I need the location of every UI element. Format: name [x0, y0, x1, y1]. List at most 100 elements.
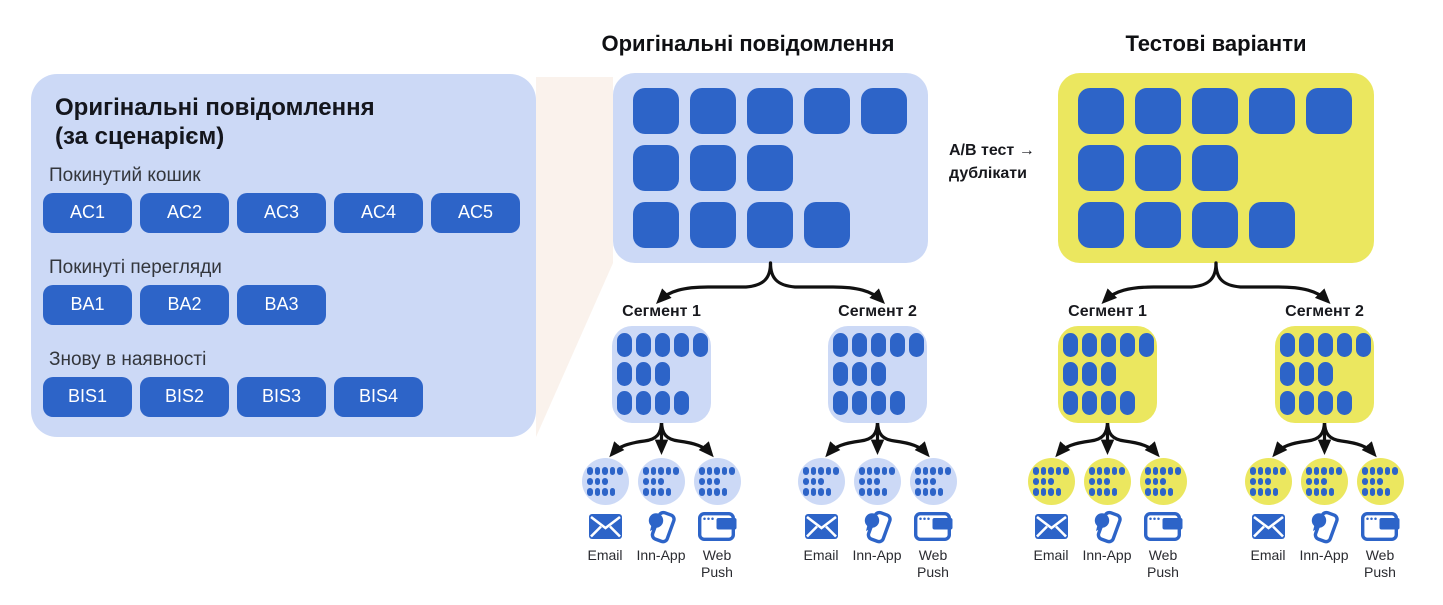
recipient-dot [1313, 467, 1320, 475]
segment-box [828, 326, 927, 423]
message-tile [633, 88, 679, 134]
recipient-dot [1111, 488, 1118, 496]
recipient-dot [643, 477, 649, 486]
recipient-dot [922, 477, 929, 486]
message-tile [690, 202, 736, 248]
recipient-dot [1321, 488, 1327, 496]
scenario-panel: Оригінальні повідомлення (за сценарієм) … [31, 74, 536, 437]
audience-circle [909, 458, 957, 505]
recipient-pill [1101, 391, 1116, 415]
recipient-dot [658, 488, 664, 496]
recipient-dot [1145, 467, 1151, 475]
segment-1-original: Сегмент 1 [612, 303, 711, 423]
recipient-pill [1280, 391, 1295, 415]
scenario-chip-ac2: AC2 [140, 192, 229, 233]
recipient-pill [1082, 391, 1097, 415]
recipient-pill [1063, 391, 1078, 415]
recipient-dot [699, 477, 705, 486]
section-label: Покинуті перегляди [49, 256, 222, 278]
recipient-dot [594, 488, 601, 496]
in-app-icon [1092, 506, 1122, 546]
recipient-pill [852, 362, 867, 386]
scenario-chip-ac4: AC4 [334, 192, 423, 233]
in-app-label: Inn-App [1082, 547, 1132, 563]
recipient-dot [825, 467, 832, 475]
recipient-dot [1033, 477, 1039, 486]
recipient-dot [1369, 488, 1376, 496]
recipient-dot [658, 477, 664, 486]
recipient-dot [1377, 488, 1383, 496]
recipient-pill [617, 391, 632, 415]
message-tile [690, 88, 736, 134]
recipient-dot [1055, 488, 1062, 496]
channel-email: Email [793, 458, 849, 581]
scenario-chip-ac3: AC3 [237, 192, 326, 233]
recipient-dot [1063, 467, 1069, 475]
variant-tile [1135, 88, 1181, 134]
email-icon [1251, 506, 1285, 546]
recipient-dot [587, 488, 593, 496]
variant-tile [1078, 88, 1124, 134]
recipient-dot [1272, 467, 1279, 475]
scenario-panel-title-line2: (за сценарієм) [55, 123, 225, 151]
recipient-dot [818, 488, 824, 496]
recipient-dot [881, 488, 888, 496]
segment-box [1058, 326, 1157, 423]
recipient-dot [915, 488, 921, 496]
recipient-dot [922, 467, 929, 475]
recipient-pill [1101, 362, 1116, 386]
recipient-pill [852, 333, 867, 357]
recipient-dot [587, 467, 593, 475]
recipient-dot [1384, 467, 1391, 475]
ab-test-label-line1: А/В тест → [949, 142, 1035, 159]
email-label: Email [587, 547, 623, 563]
recipient-dot [1250, 477, 1256, 486]
recipient-dot [1160, 467, 1166, 475]
recipient-dot [866, 477, 873, 486]
variant-tile [1192, 145, 1238, 191]
scenario-chip-bis1: BIS1 [43, 376, 132, 417]
recipient-dot [1152, 488, 1159, 496]
variant-tile [1135, 202, 1181, 248]
recipient-dot [930, 488, 936, 496]
channel-email: Email [577, 458, 633, 581]
recipient-dot [803, 477, 809, 486]
recipient-pill [1318, 362, 1333, 386]
recipient-dot [1048, 477, 1054, 486]
scenario-chip-ac5: AC5 [431, 192, 520, 233]
segment-label: Сегмент 2 [1285, 303, 1364, 320]
recipient-dot [1306, 467, 1312, 475]
recipient-dot [866, 488, 873, 496]
channel-email: Email [1023, 458, 1079, 581]
button-row: BA1 BA2 BA3 [43, 284, 522, 325]
recipient-dot [617, 467, 623, 475]
section-abandoned-browse: Покинуті перегляди BA1 BA2 BA3 [43, 257, 522, 325]
recipient-pill [655, 391, 670, 415]
recipient-dot [706, 467, 713, 475]
web-push-icon [697, 506, 737, 546]
recipient-dot [922, 488, 929, 496]
recipient-dot [1160, 488, 1166, 496]
recipient-dot [1280, 467, 1286, 475]
message-tile [747, 88, 793, 134]
recipient-dot [874, 467, 880, 475]
recipient-dot [699, 467, 705, 475]
email-icon [588, 506, 622, 546]
recipient-dot [1328, 467, 1335, 475]
recipient-dot [1104, 467, 1110, 475]
segment-label: Сегмент 1 [1068, 303, 1147, 320]
recipient-dot [658, 467, 664, 475]
recipient-dot [803, 467, 809, 475]
recipient-dot [1089, 467, 1095, 475]
channel-in-app: Inn-App [1079, 458, 1135, 581]
message-tile [633, 202, 679, 248]
recipient-pill [833, 391, 848, 415]
scenario-chip-bis3: BIS3 [237, 376, 326, 417]
recipient-dot [643, 488, 649, 496]
recipient-dot [1265, 488, 1271, 496]
recipient-dot [1089, 477, 1095, 486]
